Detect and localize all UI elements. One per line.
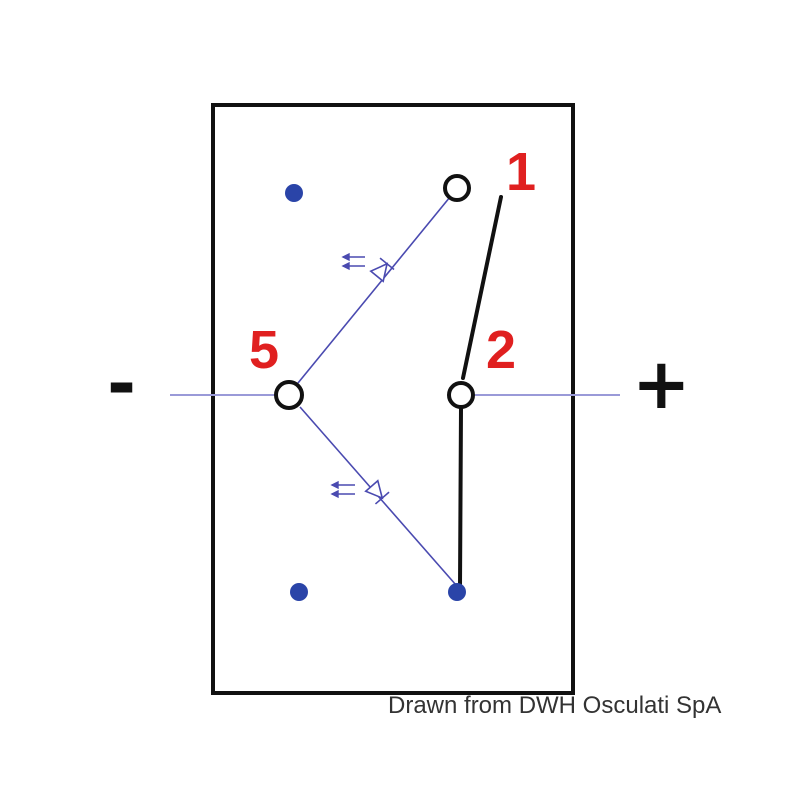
led-diode-icon [369,257,395,283]
terminal-2 [447,381,475,409]
positive-sign: + [632,343,691,425]
terminal-5-label: 5 [249,320,279,380]
internal-link [458,406,463,589]
light-emission-icon [330,480,355,499]
credit-text: Drawn from DWH Osculati SpA [388,692,721,719]
negative-sign: - [107,343,136,425]
terminal-dot [448,583,466,601]
led-wire-top [297,196,451,384]
terminal-2-label: 2 [486,320,516,380]
light-emission-icon [341,252,365,271]
terminal-1 [443,174,471,202]
terminal-1-label: 1 [506,142,536,202]
terminal-dot [285,184,303,202]
terminal-5 [274,380,304,410]
switch-lever [461,195,503,380]
switch-housing [211,103,575,695]
led-diode-icon [364,479,390,505]
terminal-dot [290,583,308,601]
